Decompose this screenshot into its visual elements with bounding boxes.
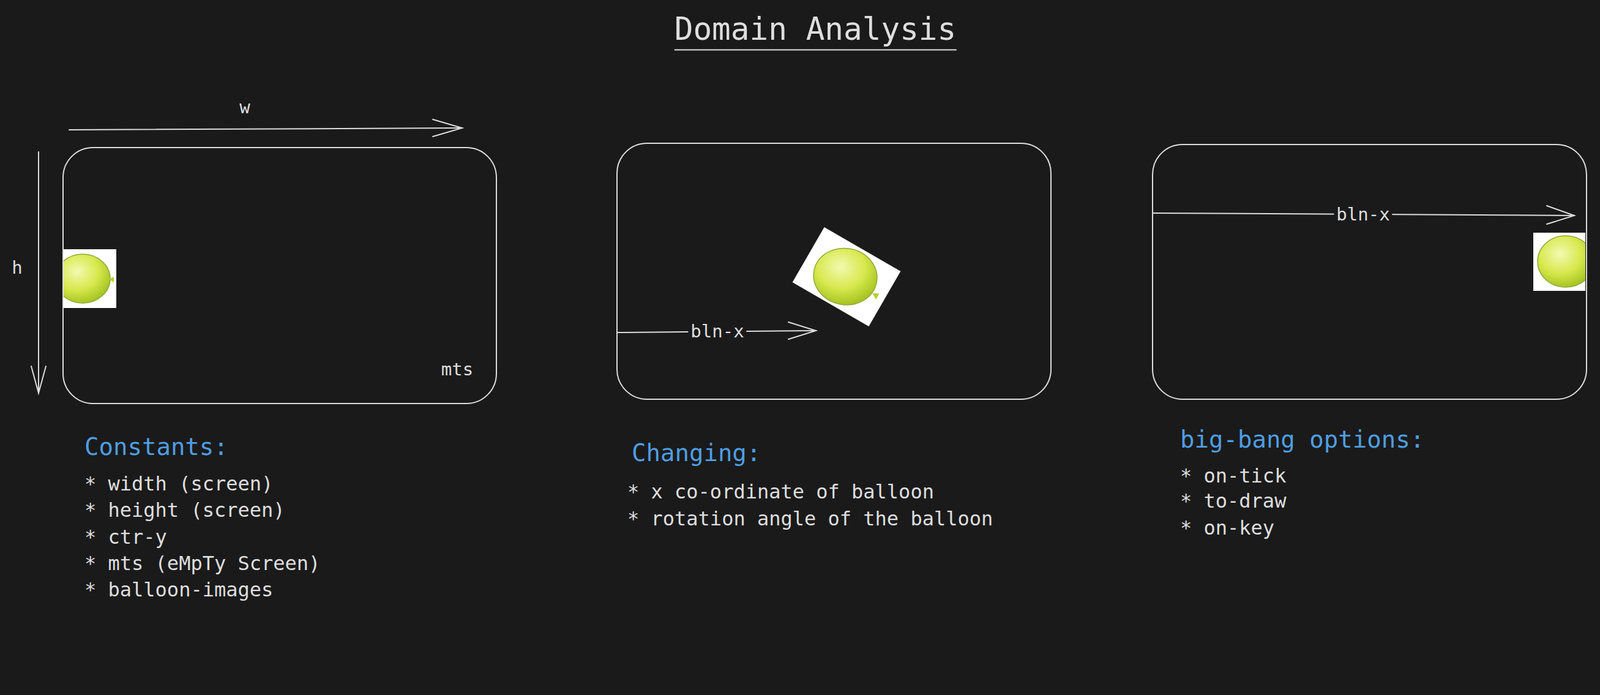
list-item: * on-key <box>1180 515 1275 540</box>
list-item: * height (screen) <box>84 498 286 522</box>
section-heading: big-bang options: <box>1180 425 1425 455</box>
panel-label: mts <box>441 358 474 381</box>
title: Domain Analysis <box>674 10 957 51</box>
list-item: * on-tick <box>1180 463 1286 488</box>
panel-label: bln-x <box>687 320 747 343</box>
panel-label: bln-x <box>1333 203 1392 226</box>
list-item: * balloon-images <box>84 577 273 602</box>
list-item: * x co-ordinate of balloon <box>627 479 935 504</box>
list-item: * mts (eMpTy Screen) <box>84 551 321 575</box>
balloon-image <box>789 222 904 332</box>
screen-panel: mts <box>62 146 498 404</box>
list-item: * width (screen) <box>84 471 273 496</box>
screen-panel: bln-x <box>1151 143 1588 400</box>
balloon-image <box>1533 232 1594 291</box>
section-heading: Changing: <box>631 438 761 468</box>
width-arrow <box>69 119 463 137</box>
screen-panel: bln-x <box>616 142 1052 400</box>
section-heading: Constants: <box>84 432 229 462</box>
list-item: * ctr-y <box>84 525 168 549</box>
list-item: * to-draw <box>1180 489 1286 513</box>
dimension-label: w <box>239 96 250 119</box>
height-arrow <box>31 151 46 393</box>
dimension-label: h <box>11 257 23 279</box>
list-item: * rotation angle of the balloon <box>627 506 993 531</box>
balloon-image <box>55 249 117 308</box>
